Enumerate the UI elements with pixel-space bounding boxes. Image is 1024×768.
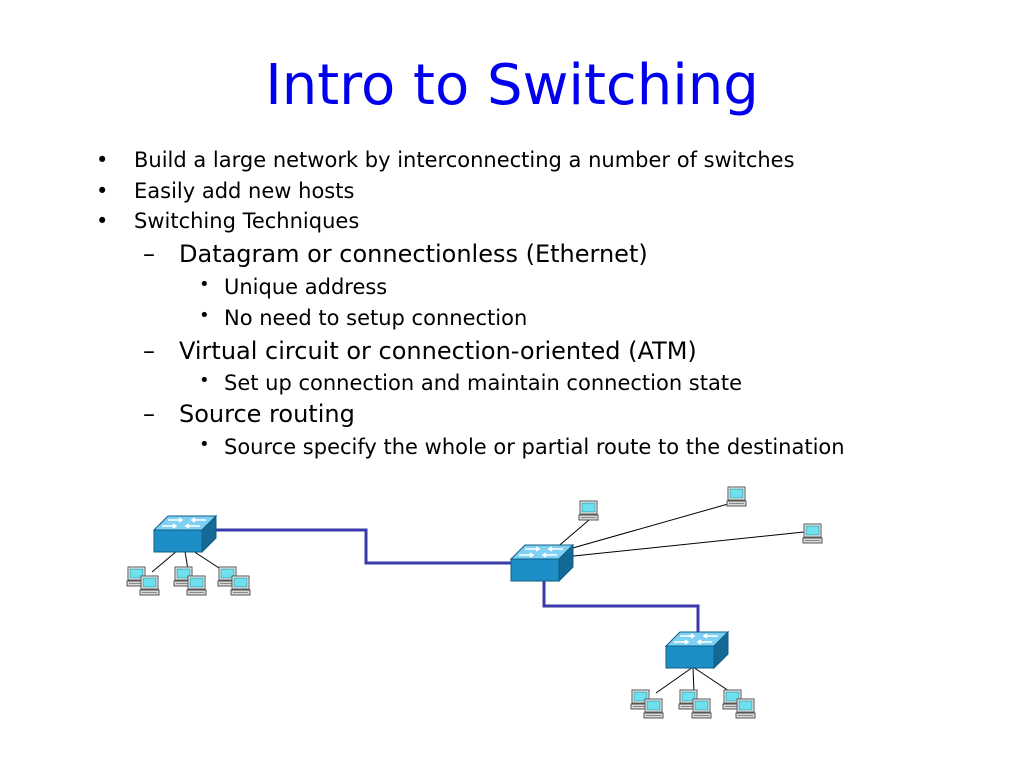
bullet-text: Build a large network by interconnecting… <box>134 148 795 172</box>
bullet-marker: • <box>96 179 109 203</box>
workstation-icon <box>643 698 664 719</box>
workstation-icon <box>139 575 160 596</box>
host-cluster <box>678 689 712 719</box>
host-link <box>554 503 729 554</box>
subbullet-item: – Datagram or connectionless (Ethernet) <box>143 240 648 268</box>
subsubbullet-item: • No need to setup connection <box>199 305 528 330</box>
host-cluster <box>126 566 160 596</box>
bullet-marker: • <box>96 148 109 172</box>
network-links <box>151 503 805 694</box>
bullet-text: Switching Techniques <box>134 209 360 233</box>
switch-icon <box>664 630 730 670</box>
workstation-icon <box>735 698 756 719</box>
network-nodes <box>126 486 823 719</box>
workstation-icon <box>578 500 599 521</box>
bullet-marker: • <box>199 274 210 295</box>
subsubbullet-text: Unique address <box>224 275 388 299</box>
bullet-marker: • <box>199 305 210 326</box>
subsubbullet-item: • Source specify the whole or partial ro… <box>199 434 845 459</box>
bullet-marker: • <box>96 209 109 233</box>
host-link <box>692 666 695 694</box>
host-cluster <box>217 566 251 596</box>
bullet-marker: • <box>199 434 210 455</box>
subsubbullet-text: Set up connection and maintain connectio… <box>224 371 743 395</box>
workstation-icon <box>230 575 251 596</box>
subsubbullet-text: Source specify the whole or partial rout… <box>224 435 845 459</box>
switch-icon <box>152 514 218 554</box>
dash-marker: – <box>143 240 155 268</box>
subbullet-text: Source routing <box>179 400 355 428</box>
bullet-item: • Build a large network by interconnecti… <box>96 148 795 172</box>
host-link <box>563 531 805 558</box>
subbullet-item: – Source routing <box>143 400 355 428</box>
host-link <box>655 666 694 694</box>
bullet-text: Easily add new hosts <box>134 179 355 203</box>
bullet-item: • Easily add new hosts <box>96 179 355 203</box>
switch-icon <box>509 543 575 583</box>
trunk-link <box>215 528 514 565</box>
slide-title: Intro to Switching <box>265 53 759 118</box>
subsubbullet-item: • Unique address <box>199 274 388 299</box>
workstation-icon <box>691 698 712 719</box>
host-cluster <box>722 689 756 719</box>
subbullet-text: Virtual circuit or connection-oriented (… <box>179 337 697 365</box>
subbullet-item: – Virtual circuit or connection-oriented… <box>143 337 697 365</box>
dash-marker: – <box>143 337 155 365</box>
workstation-icon <box>186 575 207 596</box>
subsubbullet-text: No need to setup connection <box>224 306 528 330</box>
bullet-item: • Switching Techniques <box>96 209 360 233</box>
host-cluster <box>173 566 207 596</box>
workstation-icon <box>802 523 823 544</box>
workstation-icon <box>726 486 747 507</box>
subsubbullet-item: • Set up connection and maintain connect… <box>199 370 743 395</box>
trunk-link <box>542 578 700 635</box>
bullet-marker: • <box>199 370 210 391</box>
subbullet-text: Datagram or connectionless (Ethernet) <box>179 240 648 268</box>
host-cluster <box>630 689 664 719</box>
dash-marker: – <box>143 400 155 428</box>
host-link <box>692 666 733 694</box>
